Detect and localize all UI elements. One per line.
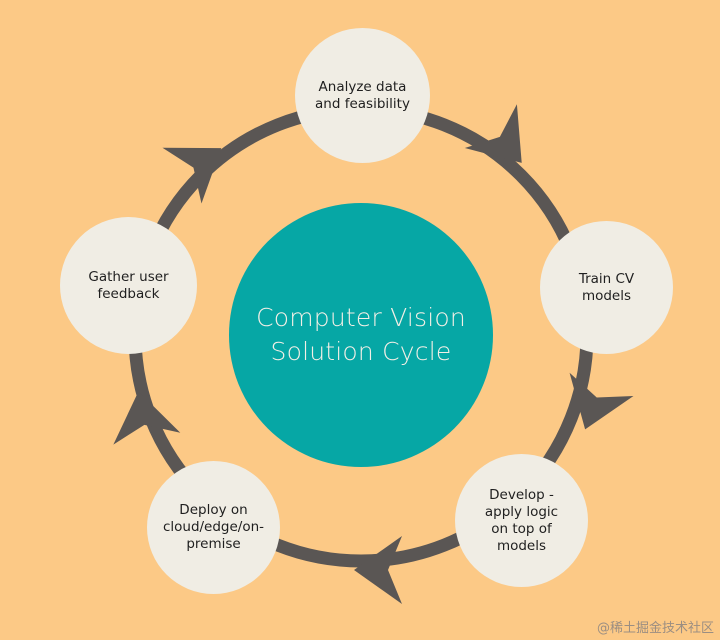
arrow-train-to-develop-icon bbox=[569, 372, 634, 430]
step-develop-line2: apply logic bbox=[484, 503, 559, 520]
step-train-line1: Train CV bbox=[578, 270, 635, 287]
step-deploy-line3: premise bbox=[186, 536, 241, 552]
center-title-circle: Computer Vision Solution Cycle bbox=[229, 203, 493, 467]
step-deploy-line2: cloud/edge/on- bbox=[162, 519, 265, 535]
step-feedback-line2: feedback bbox=[97, 285, 160, 302]
step-develop-line3: on top of bbox=[491, 520, 552, 537]
step-analyze-line1: Analyze data bbox=[318, 78, 407, 95]
arrow-feedback-to-analyze-icon bbox=[162, 147, 222, 204]
arrow-deploy-to-feedback-icon bbox=[113, 391, 181, 445]
center-title-line2: Solution Cycle bbox=[270, 337, 452, 366]
step-deploy-node: Deploy on cloud/edge/on- premise bbox=[147, 461, 280, 594]
step-deploy-line1: Deploy on bbox=[179, 502, 248, 518]
step-analyze-line2: and feasibility bbox=[315, 95, 410, 112]
arrow-develop-to-deploy-icon bbox=[354, 536, 402, 604]
step-develop-line4: models bbox=[496, 537, 547, 554]
step-analyze-node: Analyze data and feasibility bbox=[295, 28, 430, 163]
step-train-node: Train CV models bbox=[540, 221, 673, 354]
step-feedback-line1: Gather user bbox=[88, 268, 169, 285]
step-feedback-node: Gather user feedback bbox=[60, 217, 197, 354]
watermark: @稀土掘金技术社区 bbox=[596, 621, 714, 636]
arrow-analyze-to-train-icon bbox=[464, 104, 522, 163]
step-develop-node: Develop - apply logic on top of models bbox=[455, 454, 588, 587]
step-develop-line1: Develop - bbox=[489, 486, 554, 503]
center-title-line1: Computer Vision bbox=[256, 303, 466, 332]
step-train-line2: models bbox=[581, 287, 632, 304]
